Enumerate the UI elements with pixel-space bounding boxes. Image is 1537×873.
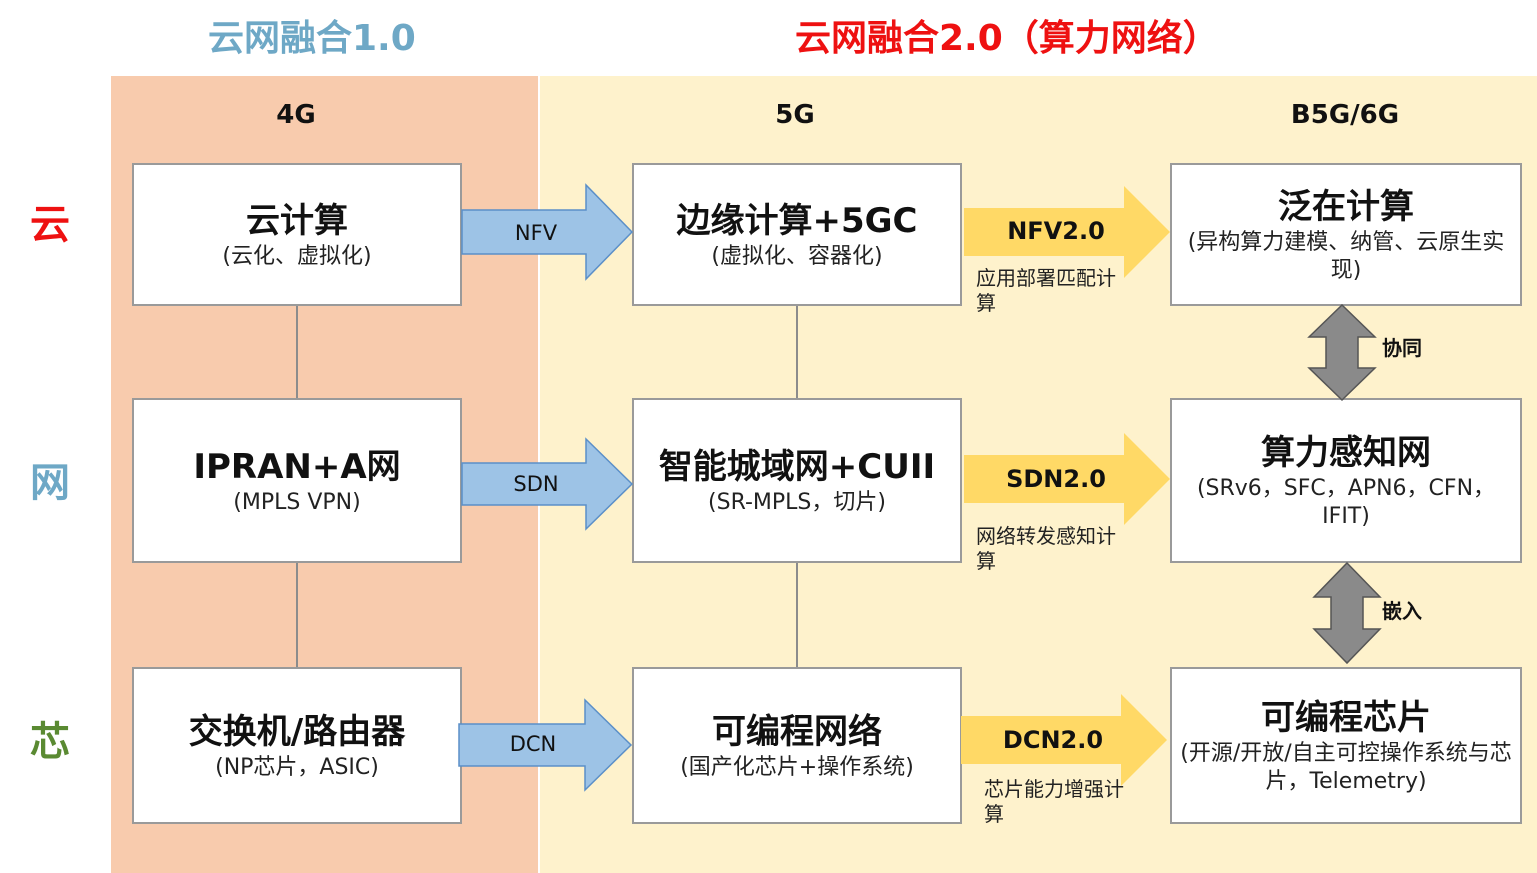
row-label-chip: 芯 bbox=[30, 719, 70, 765]
box-title: 泛在计算 bbox=[1278, 186, 1414, 227]
box-subtitle: (开源/开放/自主可控操作系统与芯片，Telemetry) bbox=[1180, 740, 1512, 794]
box-computing-aware-network: 算力感知网 (SRv6，SFC，APN6，CFN，IFIT) bbox=[1170, 398, 1522, 563]
box-title: 云计算 bbox=[246, 200, 348, 241]
arrow-right-icon bbox=[461, 437, 634, 531]
box-title: 可编程芯片 bbox=[1261, 697, 1431, 738]
box-smart-metro-network: 智能城域网+CUII (SR-MPLS，切片) bbox=[632, 398, 962, 563]
note-sdn2: 网络转发感知计算 bbox=[976, 524, 1116, 573]
arrow-label-dcn: DCN bbox=[509, 732, 557, 756]
box-title: 算力感知网 bbox=[1261, 432, 1431, 473]
generation-b5g-6g: B5G/6G bbox=[1290, 100, 1400, 130]
box-title: IPRAN+A网 bbox=[193, 446, 401, 487]
generation-5g: 5G bbox=[775, 100, 815, 130]
arrow-right-icon bbox=[961, 694, 1167, 786]
note-nfv2: 应用部署匹配计算 bbox=[976, 266, 1116, 315]
box-subtitle: (虚拟化、容器化) bbox=[711, 243, 883, 269]
box-programmable-chip: 可编程芯片 (开源/开放/自主可控操作系统与芯片，Telemetry) bbox=[1170, 667, 1522, 824]
box-switch-router: 交换机/路由器 (NP芯片，ASIC) bbox=[132, 667, 462, 824]
box-programmable-network: 可编程网络 (国产化芯片+操作系统) bbox=[632, 667, 962, 824]
box-ipran: IPRAN+A网 (MPLS VPN) bbox=[132, 398, 462, 563]
box-title: 智能城域网+CUII bbox=[658, 446, 936, 487]
label-embed: 嵌入 bbox=[1382, 599, 1422, 623]
arrow-right-icon bbox=[964, 186, 1170, 278]
box-subtitle: (SR-MPLS，切片) bbox=[708, 489, 886, 515]
box-ubiquitous-computing: 泛在计算 (异构算力建模、纳管、云原生实现) bbox=[1170, 163, 1522, 306]
box-subtitle: (云化、虚拟化) bbox=[222, 243, 372, 269]
box-title: 交换机/路由器 bbox=[188, 711, 406, 752]
note-dcn2: 芯片能力增强计算 bbox=[984, 777, 1124, 826]
box-subtitle: (国产化芯片+操作系统) bbox=[680, 754, 914, 780]
arrow-right-icon bbox=[461, 183, 634, 281]
arrow-label-dcn2: DCN2.0 bbox=[1002, 726, 1104, 754]
double-arrow-vertical-icon bbox=[1307, 303, 1377, 402]
label-sync: 协同 bbox=[1382, 336, 1422, 360]
arrow-label-sdn: SDN bbox=[513, 472, 559, 496]
box-subtitle: (异构算力建模、纳管、云原生实现) bbox=[1187, 229, 1505, 283]
box-title: 可编程网络 bbox=[712, 711, 882, 752]
box-edge-computing: 边缘计算+5GC (虚拟化、容器化) bbox=[632, 163, 962, 306]
box-title: 边缘计算+5GC bbox=[676, 200, 918, 241]
title-left: 云网融合1.0 bbox=[208, 18, 416, 59]
arrow-right-icon bbox=[964, 433, 1170, 525]
box-subtitle: (NP芯片，ASIC) bbox=[215, 754, 379, 780]
connector-4g-lower bbox=[296, 561, 298, 669]
connector-4g-upper bbox=[296, 305, 298, 400]
box-subtitle: (MPLS VPN) bbox=[233, 489, 361, 515]
box-cloud-computing: 云计算 (云化、虚拟化) bbox=[132, 163, 462, 306]
title-right: 云网融合2.0（算力网络） bbox=[795, 18, 1219, 59]
connector-5g-upper bbox=[796, 305, 798, 400]
connector-5g-lower bbox=[796, 561, 798, 669]
arrow-label-nfv2: NFV2.0 bbox=[1007, 217, 1105, 245]
generation-4g: 4G bbox=[276, 100, 316, 130]
arrow-label-sdn2: SDN2.0 bbox=[1006, 465, 1106, 493]
double-arrow-vertical-icon bbox=[1312, 561, 1382, 665]
box-subtitle: (SRv6，SFC，APN6，CFN，IFIT) bbox=[1196, 475, 1496, 529]
arrow-right-icon bbox=[458, 698, 633, 792]
row-label-network: 网 bbox=[30, 460, 70, 506]
row-label-cloud: 云 bbox=[30, 202, 70, 248]
arrow-label-nfv: NFV bbox=[514, 221, 558, 245]
